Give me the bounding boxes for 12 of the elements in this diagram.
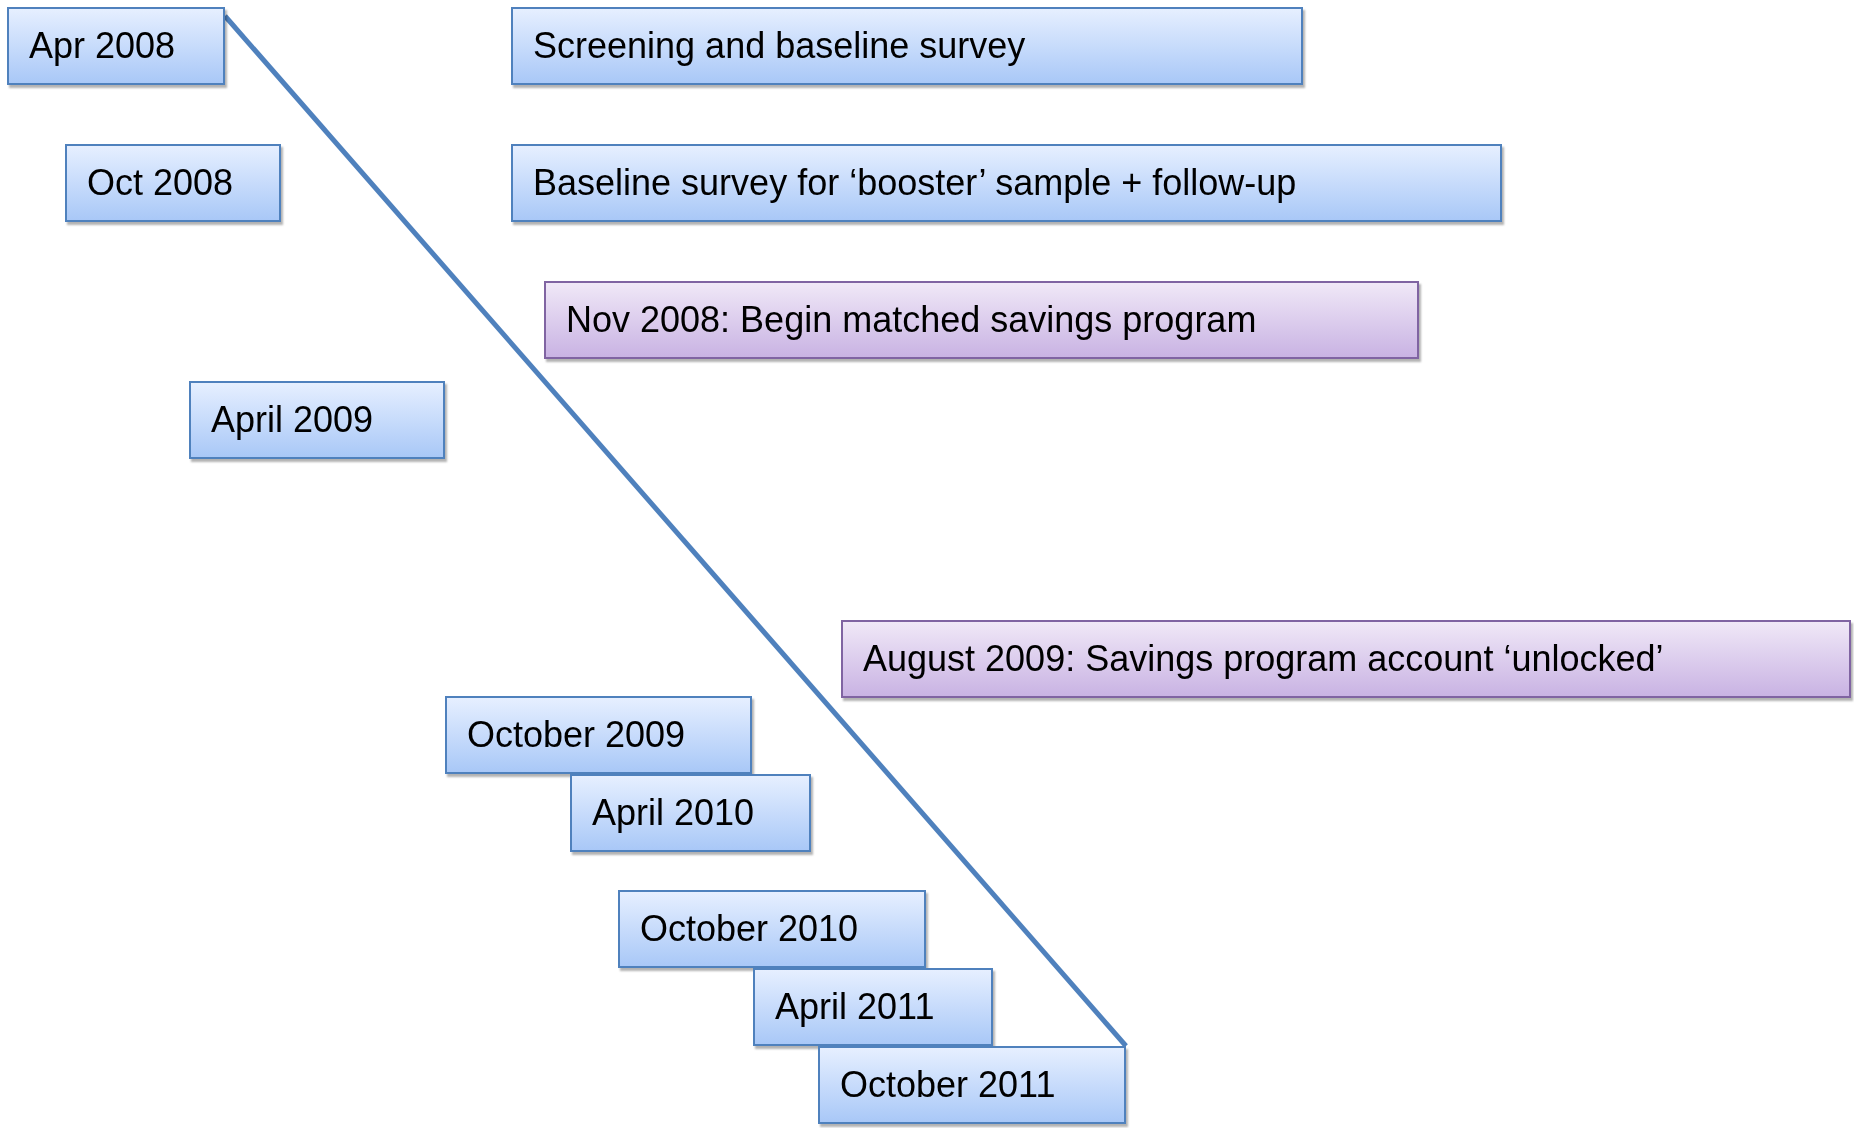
timeline-box: Baseline survey for ‘booster’ sample + follow-up: [511, 144, 1502, 222]
timeline-box: April 2010: [570, 774, 811, 852]
timeline-box: October 2011: [818, 1046, 1126, 1124]
timeline-box: Screening and baseline survey: [511, 7, 1303, 85]
timeline-box: August 2009: Savings program account ‘unlocked’: [841, 620, 1851, 698]
timeline-box: Oct 2008: [65, 144, 281, 222]
timeline-box: October 2009: [445, 696, 752, 774]
timeline-box: Nov 2008: Begin matched savings program: [544, 281, 1419, 359]
timeline-box: April 2011: [753, 968, 993, 1046]
timeline-box: October 2010: [618, 890, 926, 968]
timeline-box: Apr 2008: [7, 7, 225, 85]
timeline-box: April 2009: [189, 381, 445, 459]
